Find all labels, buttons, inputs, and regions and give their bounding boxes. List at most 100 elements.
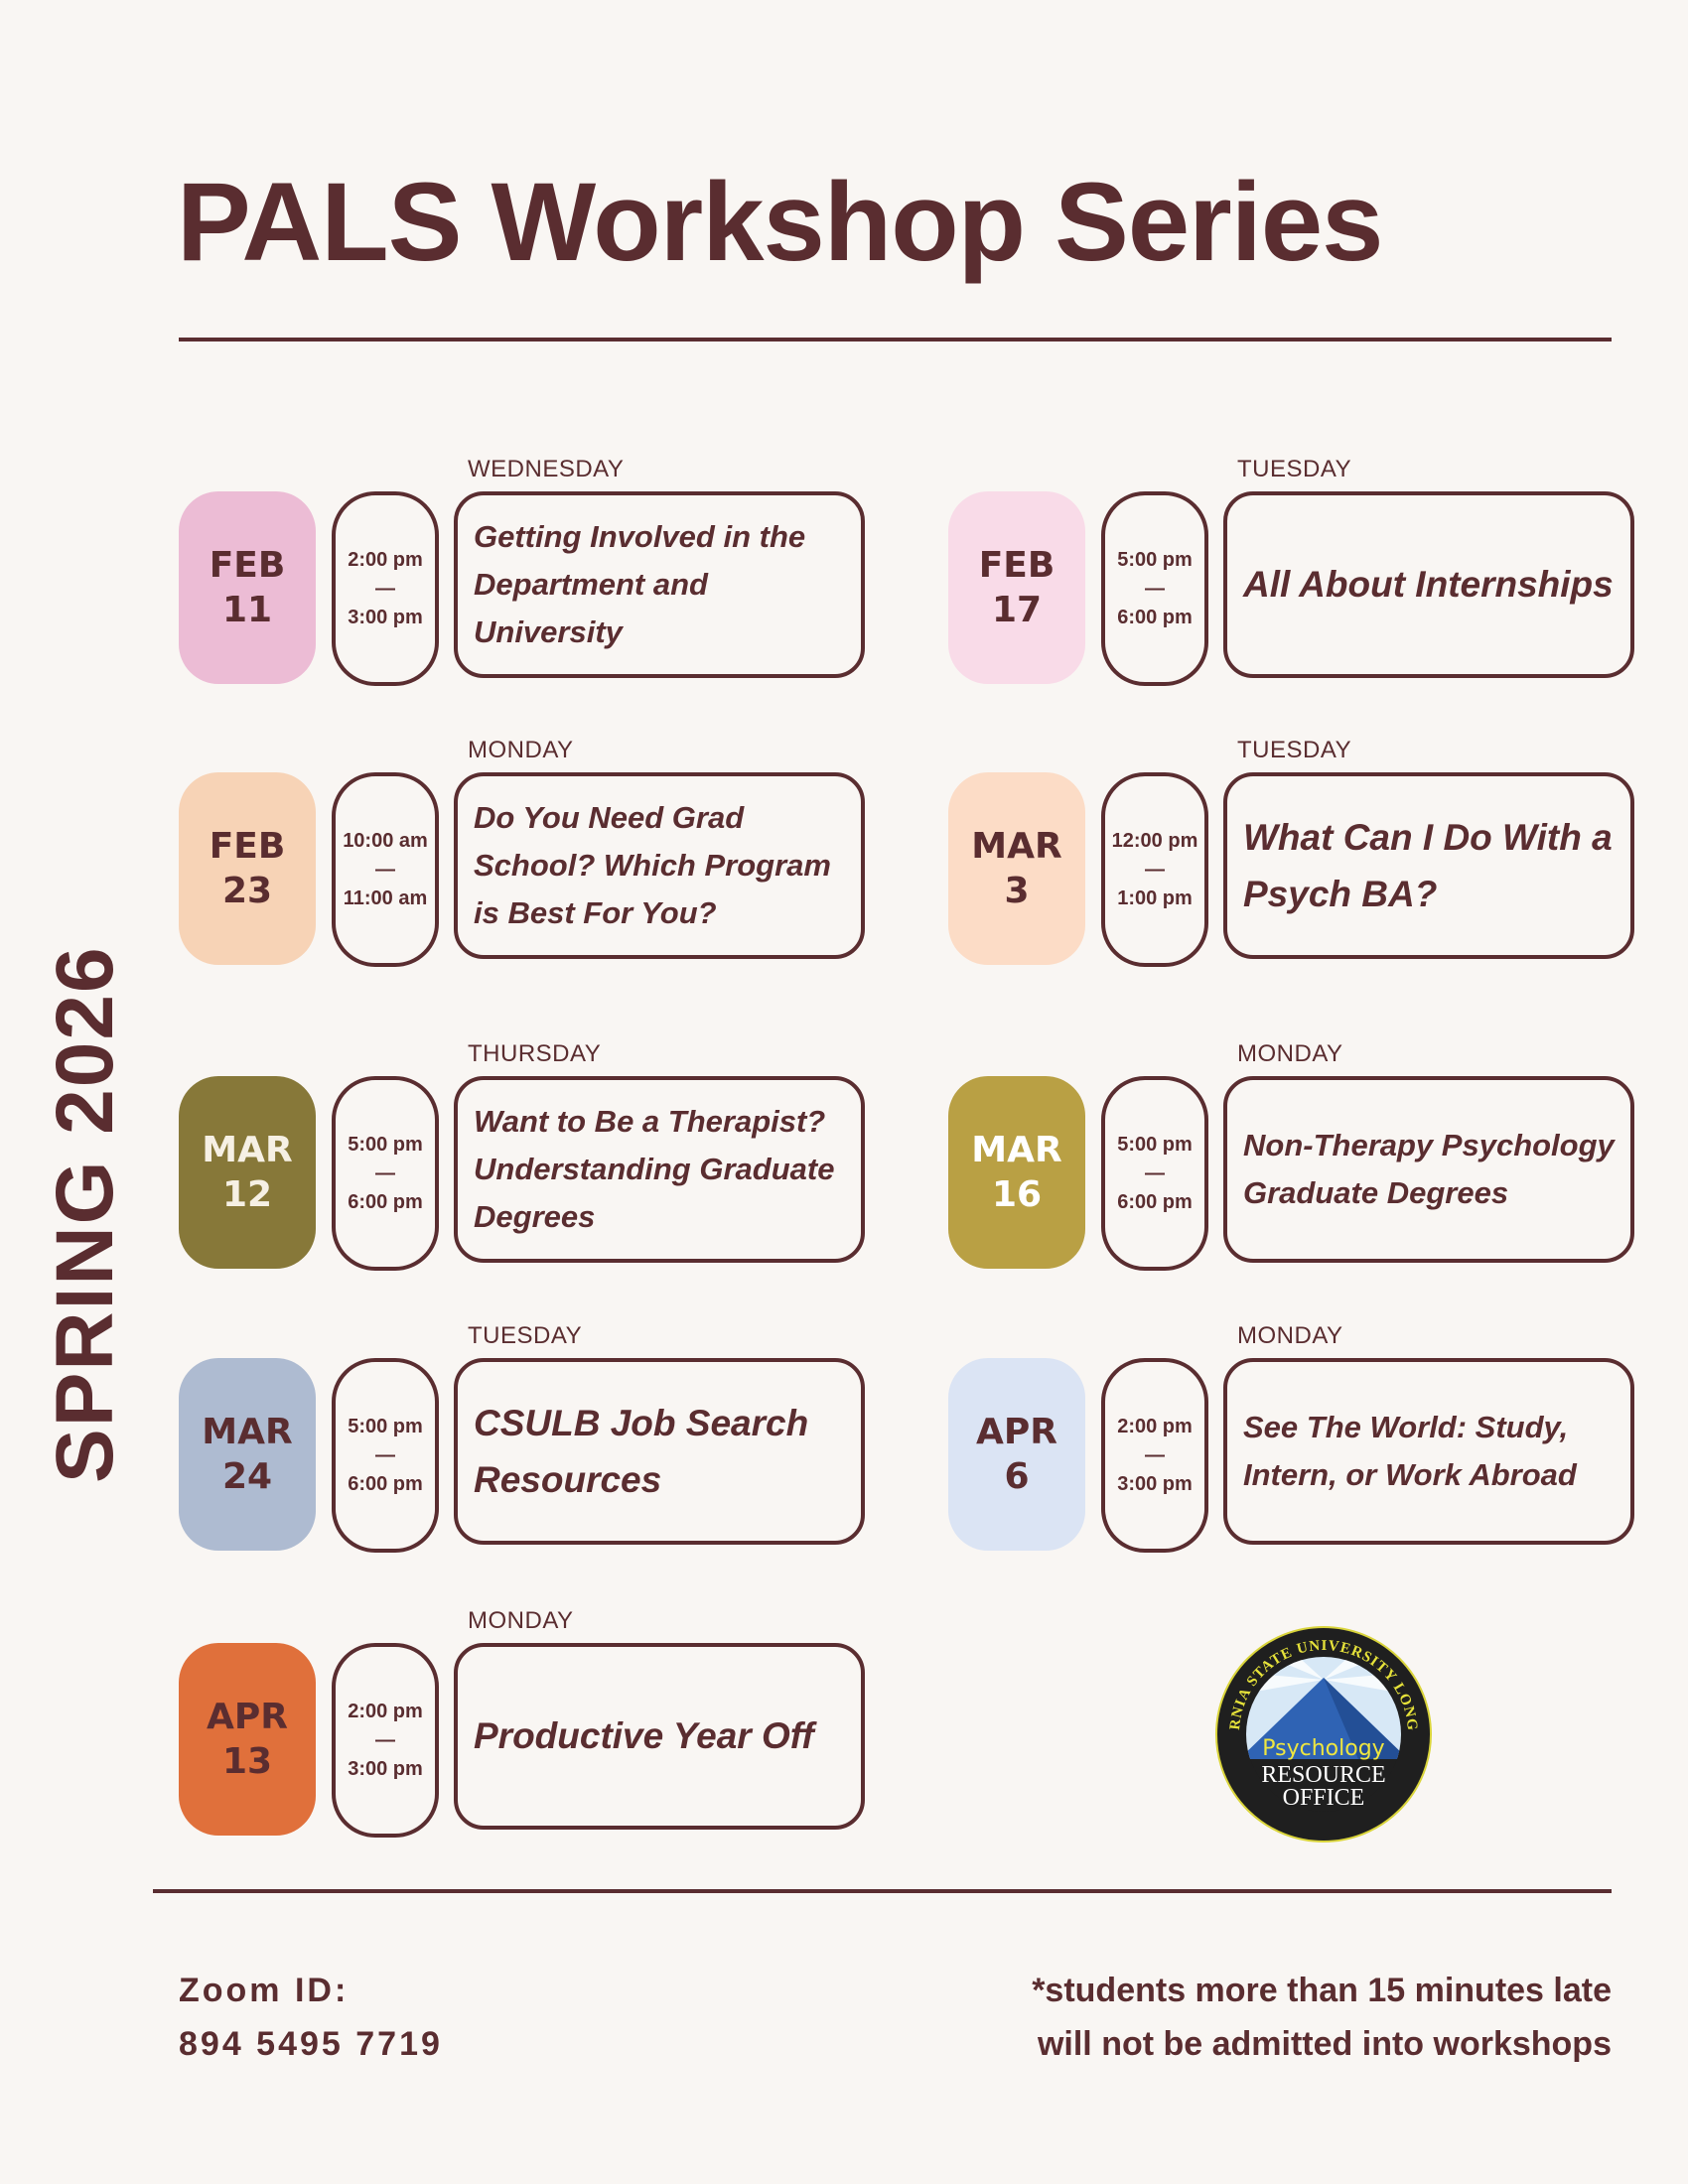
workshop-title: All About Internships	[1243, 564, 1614, 606]
date-day: 6	[1004, 1456, 1030, 1497]
psychology-resource-office-logo: CALIFORNIA STATE UNIVERSITY LONG BEACH P…	[1209, 1620, 1432, 1843]
time-separator: —	[375, 577, 395, 600]
workshop-title-box: Do You Need Grad School? Which Program i…	[454, 772, 865, 959]
end-time: 6:00 pm	[1117, 606, 1193, 628]
workshop-event: MONDAY MAR 16 5:00 pm — 6:00 pm Non-Ther…	[944, 1040, 1659, 1279]
workshop-title: Do You Need Grad School? Which Program i…	[474, 799, 831, 931]
date-badge: MAR 24	[179, 1358, 316, 1551]
workshop-event: WEDNESDAY FEB 11 2:00 pm — 3:00 pm Getti…	[175, 456, 890, 694]
workshop-title: What Can I Do With a Psych BA?	[1243, 816, 1613, 914]
workshop-event: TUESDAY FEB 17 5:00 pm — 6:00 pm All Abo…	[944, 456, 1659, 694]
date-day: 3	[1004, 871, 1030, 911]
end-time: 6:00 pm	[348, 1472, 423, 1495]
end-time: 1:00 pm	[1117, 887, 1193, 909]
note-line-2: will not be admitted into workshops	[1037, 2025, 1612, 2064]
workshop-title-box: Want to Be a Therapist? Understanding Gr…	[454, 1076, 865, 1263]
workshop-title: Want to Be a Therapist? Understanding Gr…	[474, 1103, 835, 1235]
zoom-label: Zoom ID:	[179, 1972, 350, 2009]
date-month: FEB	[209, 826, 286, 867]
svg-text:Psychology: Psychology	[1262, 1736, 1384, 1761]
weekday-label: MONDAY	[1237, 1040, 1343, 1067]
date-day: 11	[221, 590, 273, 630]
time-pill: 2:00 pm — 3:00 pm	[332, 1643, 439, 1838]
date-month: FEB	[209, 545, 286, 586]
date-badge: FEB 17	[948, 491, 1085, 684]
date-badge: APR 13	[179, 1643, 316, 1836]
start-time: 5:00 pm	[348, 1133, 423, 1156]
workshop-title: CSULB Job Search Resources	[474, 1402, 809, 1500]
start-time: 5:00 pm	[348, 1415, 423, 1437]
svg-text:OFFICE: OFFICE	[1283, 1785, 1365, 1811]
weekday-label: TUESDAY	[1237, 737, 1352, 763]
end-time: 3:00 pm	[348, 1757, 423, 1780]
weekday-label: MONDAY	[1237, 1322, 1343, 1349]
date-month: MAR	[971, 826, 1062, 867]
time-pill: 5:00 pm — 6:00 pm	[332, 1076, 439, 1271]
end-time: 3:00 pm	[1117, 1472, 1193, 1495]
date-badge: APR 6	[948, 1358, 1085, 1551]
date-day: 12	[221, 1174, 273, 1215]
date-badge: MAR 3	[948, 772, 1085, 965]
weekday-label: TUESDAY	[468, 1322, 583, 1349]
date-badge: MAR 12	[179, 1076, 316, 1269]
date-badge: FEB 11	[179, 491, 316, 684]
time-pill: 2:00 pm — 3:00 pm	[1101, 1358, 1208, 1553]
term-label: SPRING 2026	[40, 945, 130, 1483]
time-pill: 5:00 pm — 6:00 pm	[1101, 491, 1208, 686]
date-badge: FEB 23	[179, 772, 316, 965]
workshop-title-box: CSULB Job Search Resources	[454, 1358, 865, 1545]
time-separator: —	[1145, 858, 1165, 881]
workshop-title: Non-Therapy Psychology Graduate Degrees	[1243, 1127, 1615, 1210]
start-time: 2:00 pm	[348, 548, 423, 571]
time-separator: —	[1145, 1443, 1165, 1466]
page-title: PALS Workshop Series	[177, 160, 1383, 284]
workshop-title: Getting Involved in the Department and U…	[474, 518, 806, 650]
workshop-event: MONDAY FEB 23 10:00 am — 11:00 am Do You…	[175, 737, 890, 975]
start-time: 5:00 pm	[1117, 1133, 1193, 1156]
workshop-title-box: Productive Year Off	[454, 1643, 865, 1830]
workshop-event: MONDAY APR 13 2:00 pm — 3:00 pm Producti…	[175, 1607, 890, 1845]
workshop-title-box: Getting Involved in the Department and U…	[454, 491, 865, 678]
workshop-event: TUESDAY MAR 24 5:00 pm — 6:00 pm CSULB J…	[175, 1322, 890, 1561]
date-month: APR	[207, 1697, 288, 1737]
time-separator: —	[375, 858, 395, 881]
end-time: 6:00 pm	[348, 1190, 423, 1213]
top-divider	[179, 338, 1612, 341]
start-time: 10:00 am	[343, 829, 428, 852]
time-pill: 5:00 pm — 6:00 pm	[1101, 1076, 1208, 1271]
late-policy-note: *students more than 15 minutes late will…	[1032, 1964, 1612, 2072]
time-separator: —	[375, 1443, 395, 1466]
end-time: 6:00 pm	[1117, 1190, 1193, 1213]
start-time: 5:00 pm	[1117, 548, 1193, 571]
time-pill: 12:00 pm — 1:00 pm	[1101, 772, 1208, 967]
time-pill: 10:00 am — 11:00 am	[332, 772, 439, 967]
start-time: 2:00 pm	[1117, 1415, 1193, 1437]
time-separator: —	[375, 1161, 395, 1184]
zoom-id: 894 5495 7719	[179, 2025, 443, 2064]
date-day: 24	[221, 1456, 273, 1497]
start-time: 2:00 pm	[348, 1700, 423, 1722]
workshop-title: See The World: Study, Intern, or Work Ab…	[1243, 1409, 1577, 1492]
bottom-divider	[153, 1889, 1612, 1893]
workshop-title-box: Non-Therapy Psychology Graduate Degrees	[1223, 1076, 1634, 1263]
date-day: 13	[221, 1741, 273, 1782]
weekday-label: THURSDAY	[468, 1040, 602, 1067]
end-time: 3:00 pm	[348, 606, 423, 628]
weekday-label: MONDAY	[468, 1607, 574, 1634]
workshop-title-box: What Can I Do With a Psych BA?	[1223, 772, 1634, 959]
end-time: 11:00 am	[343, 887, 428, 909]
workshop-title-box: See The World: Study, Intern, or Work Ab…	[1223, 1358, 1634, 1545]
weekday-label: MONDAY	[468, 737, 574, 763]
time-separator: —	[1145, 577, 1165, 600]
date-day: 16	[991, 1174, 1043, 1215]
note-line-1: *students more than 15 minutes late	[1032, 1972, 1612, 2009]
workshop-title-box: All About Internships	[1223, 491, 1634, 678]
workshop-event: THURSDAY MAR 12 5:00 pm — 6:00 pm Want t…	[175, 1040, 890, 1279]
weekday-label: WEDNESDAY	[468, 456, 625, 482]
time-separator: —	[375, 1728, 395, 1751]
date-month: MAR	[971, 1130, 1062, 1170]
date-badge: MAR 16	[948, 1076, 1085, 1269]
start-time: 12:00 pm	[1111, 829, 1198, 852]
date-month: MAR	[202, 1412, 293, 1452]
workshop-title: Productive Year Off	[474, 1715, 814, 1757]
